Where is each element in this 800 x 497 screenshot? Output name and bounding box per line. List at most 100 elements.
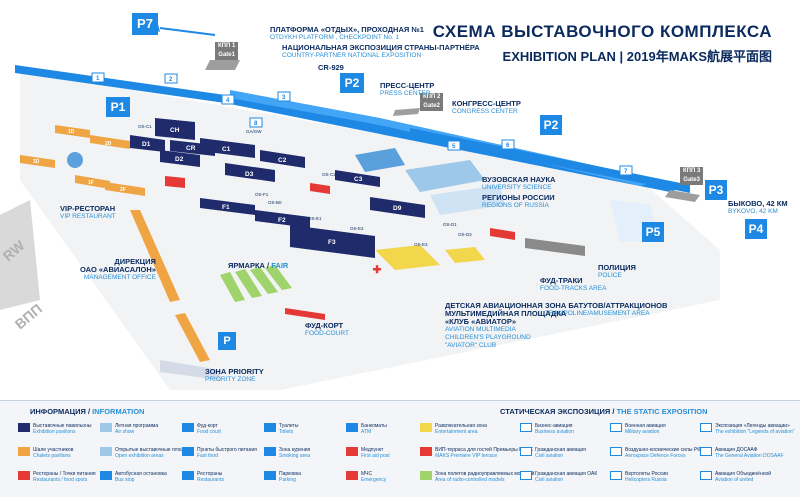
label-trampoline-ru: ЗОНА БАТУТОВ/АТТРАКЦИОНОВ [545,301,668,310]
trampoline-area[interactable] [445,247,485,263]
legend-item-en: Bus stop [115,477,135,483]
legend-swatch [420,423,432,432]
parking-p2[interactable]: P2 [340,73,364,93]
runway [0,200,40,310]
label-fair-ru: ЯРМАРКА [228,261,265,270]
legend-item-ru: ВИП-терраса для гостей Премьеры МАКС [435,447,534,453]
parking-p7[interactable]: P7 [132,13,158,35]
parking-p4[interactable]: P4 [745,219,767,239]
label-fair: ЯРМАРКА / FAIR [228,261,289,270]
chalet-2d[interactable] [90,135,130,149]
number-marker-1-label: 1 [96,76,100,82]
plane-icon [520,423,532,432]
pavilion-f3[interactable] [290,225,375,258]
legend-swatch [264,447,276,456]
label-regions-ru: РЕГИОНЫ РОССИИ [482,193,555,202]
pavilion-ch[interactable] [155,118,195,140]
number-marker-4 [221,94,235,105]
plane-icon [700,423,712,432]
fair-stall-2[interactable] [235,269,262,298]
taxiway-band3 [410,128,690,193]
pavilion-c1[interactable] [200,138,255,158]
restaurant-2[interactable] [310,183,330,194]
restaurant-3[interactable] [490,228,515,240]
legend-static-title: СТАТИЧЕСКАЯ ЭКСПОЗИЦИЯ / THE STATIC EXPO… [500,407,708,416]
kids-playground-area[interactable] [375,245,440,270]
tag-os-e1: OS-E1 [308,216,322,221]
legend-static-item-en: Civil aviation [535,477,564,483]
label-management-ru2: ОАО «АВИАСАЛОН» [80,265,156,274]
restaurant-1[interactable] [165,176,185,188]
legend-static-item-ru: Гражданская авиация ОАК [535,471,598,477]
label-kids-ru2: МУЛЬТИМЕДИЙНАЯ ПЛОЩАДКА [445,309,567,318]
pavilion-label-c3: C3 [354,176,363,183]
restaurant-food-court[interactable] [285,308,325,320]
fair-stall-3[interactable] [250,267,278,294]
chalet-2f[interactable] [105,182,145,196]
legend-item-ru: Рестораны [197,471,223,477]
chalet-1d[interactable] [55,125,90,138]
legend-item-ru: Выставочные павильоны [33,423,92,429]
label-trampoline-en: TRAMPOLINE/AMUSEMENT AREA [545,310,650,317]
tag-os-d1: OS-D1 [443,222,457,227]
fair-stall-4[interactable] [265,265,292,290]
pavilion-f2[interactable] [255,210,310,228]
parking-p5[interactable]: P5 [642,222,664,242]
legend-item-en: First aid post [361,453,390,459]
number-marker-2 [164,73,178,84]
legend-item-ru: Туалеты [279,423,299,429]
p7-arrow [159,27,216,36]
pavilion-label-f2: F2 [278,217,286,224]
label-partner-en: COUNTRY-PARTNER NATIONAL EXPOSITION [282,52,422,59]
legend-item-en: Restaurants [197,477,224,483]
tag-os-b0: OS-B0 [268,200,282,205]
label-kids-en1: AVIATION MULTIMEDIA [445,326,516,333]
parking-p2-east[interactable]: P2 [540,115,562,135]
parking-p1[interactable]: P1 [106,97,130,117]
pavilion-c3[interactable] [335,170,380,187]
label-cr929-text: CR-929 [318,63,344,72]
chalet-g-lower[interactable] [175,313,210,362]
legend-static-item-en: Aerospace Defence Forces [625,453,686,459]
label-bykovo-ru: БЫКОВО, 42 КМ [728,199,788,208]
legend-item-en: Emergency [361,477,387,483]
label-congress-ru: КОНГРЕСС-ЦЕНТР [452,99,521,108]
pavilion-f1[interactable] [200,198,255,215]
pavilion-d3[interactable] [225,163,275,182]
fair-stall-1[interactable] [220,272,245,302]
label-press-ru: ПРЕСС-ЦЕНТР [380,81,435,90]
legend-swatch [100,423,112,432]
legend-static-item-en: The exhibition "Legends of aviation" [715,429,795,435]
label-university-ru: ВУЗОВСКАЯ НАУКА [482,175,556,184]
chalet-3d[interactable] [20,155,55,168]
gate-3-ru: КПП 3 [680,167,704,176]
chalet-1f[interactable] [75,175,110,189]
parking-p3[interactable]: P3 [705,180,727,200]
pavilion-d9[interactable] [370,197,425,218]
parking-p-main[interactable]: P [218,332,236,350]
pavilion-d2[interactable] [160,150,200,167]
pavilion-d1[interactable] [130,135,165,152]
pavilion-label-cr: CR [186,145,196,152]
pavilion-label-c1: C1 [222,146,231,153]
chalet-g-column[interactable] [130,210,180,302]
number-marker-4-label: 4 [226,98,230,104]
legend-item-ru: Автобусная остановка [115,471,167,477]
label-university-en: UNIVERSITY SCIENCE [482,184,552,191]
pavilion-c2[interactable] [260,150,305,168]
label-platform-en: OTDYKH PLATFORM , CHECKPOINT No. 1 [270,34,400,41]
